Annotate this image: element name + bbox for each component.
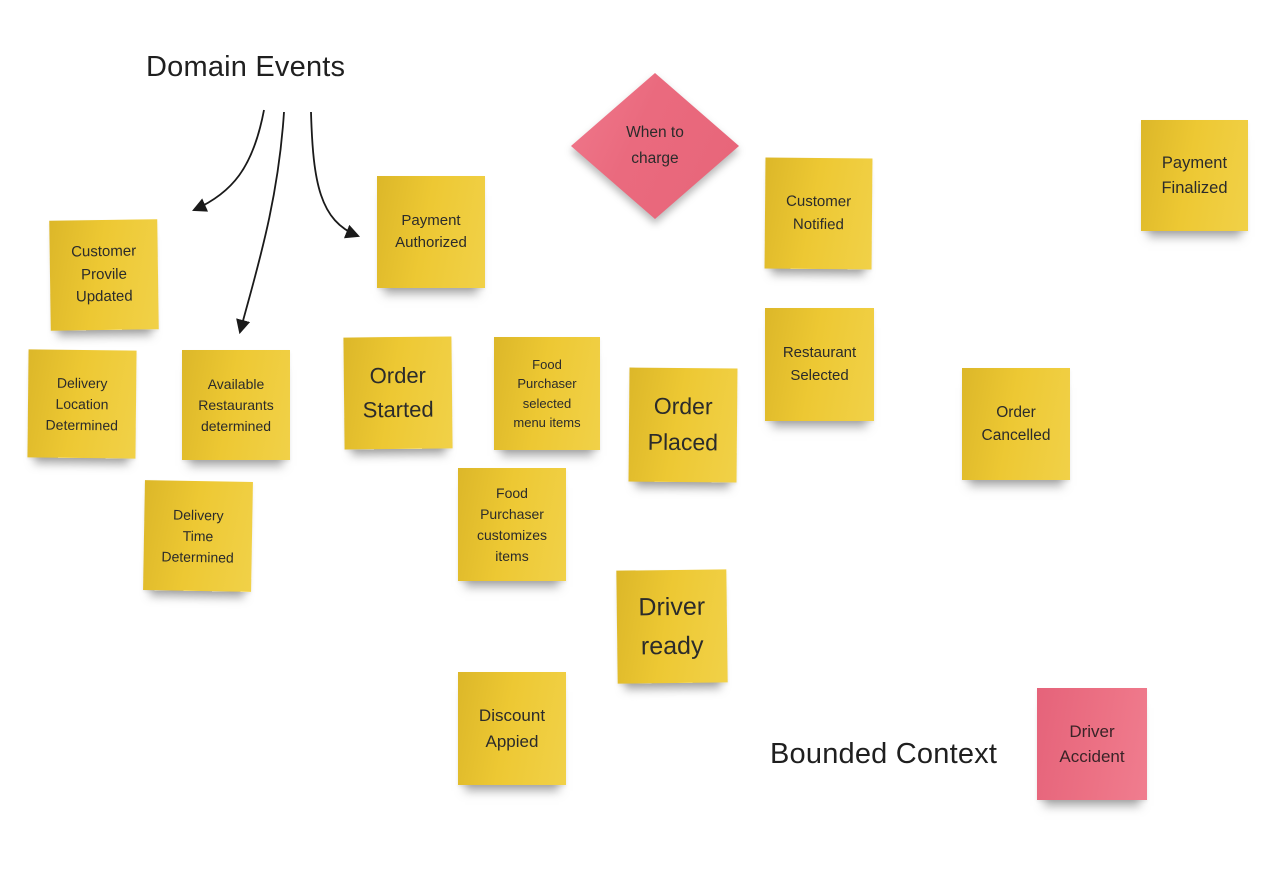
diamond-label: When to charge: [626, 123, 684, 167]
arrow-to-available-restaurants: [236, 111, 285, 335]
sticky-note-order-cancelled[interactable]: Order Cancelled: [962, 368, 1070, 480]
sticky-note-discount-applied[interactable]: Discount Appied: [458, 672, 566, 785]
sticky-note-payment-authorized[interactable]: Payment Authorized: [377, 176, 485, 288]
sticky-note-driver-ready[interactable]: Driver ready: [616, 569, 728, 684]
sticky-note-payment-finalized[interactable]: Payment Finalized: [1141, 120, 1248, 231]
sticky-note-delivery-time-determined[interactable]: Delivery Time Determined: [143, 480, 253, 592]
page-title[interactable]: Domain Events: [146, 51, 346, 83]
sticky-note-restaurant-selected[interactable]: Restaurant Selected: [765, 308, 874, 421]
decision-diamond-when-to-charge[interactable]: When to charge: [571, 73, 739, 219]
sticky-note-order-placed[interactable]: Order Placed: [628, 367, 738, 483]
sticky-note-food-purchaser-customizes-items[interactable]: Food Purchaser customizes items: [458, 468, 566, 581]
sticky-note-customer-profile-updated[interactable]: Customer Provile Updated: [49, 219, 159, 331]
sticky-note-driver-accident[interactable]: Driver Accident: [1037, 688, 1147, 800]
sticky-note-order-started[interactable]: Order Started: [343, 336, 453, 450]
sticky-note-customer-notified[interactable]: Customer Notified: [764, 157, 873, 270]
bounded-context-label[interactable]: Bounded Context: [770, 738, 998, 770]
sticky-note-delivery-location-determined[interactable]: Delivery Location Determined: [27, 349, 137, 459]
arrow-to-payment-authorized: [310, 111, 361, 239]
sticky-note-available-restaurants-determined[interactable]: Available Restaurants determined: [182, 350, 290, 460]
sticky-note-food-purchaser-selected-menu-items[interactable]: Food Purchaser selected menu items: [494, 337, 600, 450]
arrow-to-customer-profile: [192, 109, 265, 212]
